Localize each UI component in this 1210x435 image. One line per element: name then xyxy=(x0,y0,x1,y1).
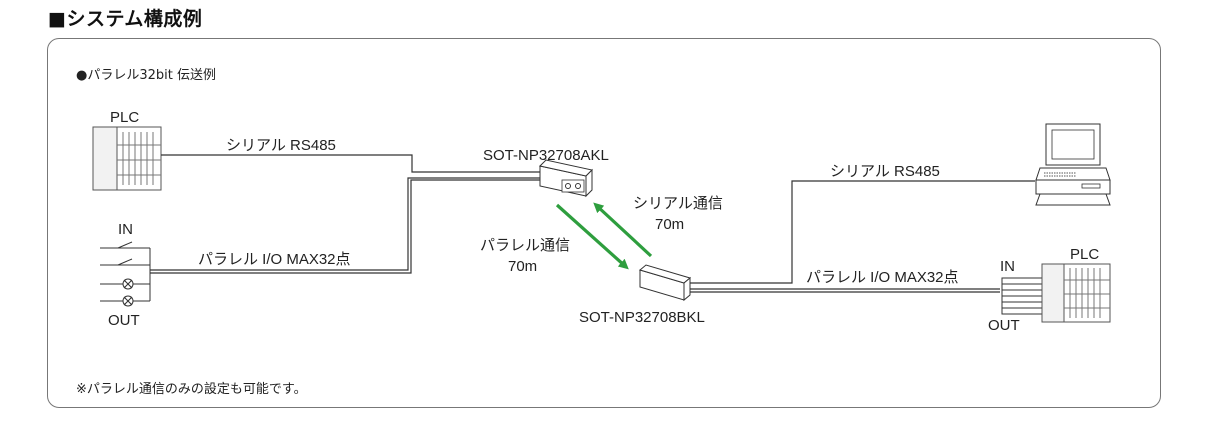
section-heading: ■システム構成例 xyxy=(48,8,203,30)
unit-a-device xyxy=(538,159,594,198)
left-parallel-label: パラレル I/O MAX32点 xyxy=(198,251,351,268)
left-parallel-line-2 xyxy=(150,179,540,274)
right-out-label: OUT xyxy=(988,317,1020,334)
diagram-caption: ●パラレル32bit 伝送例 xyxy=(76,68,216,83)
unit-b-name: SOT-NP32708BKL xyxy=(579,309,705,326)
serial-comm-distance: 70m xyxy=(655,216,684,233)
parallel-comm-distance: 70m xyxy=(508,258,537,275)
right-serial-label: シリアル RS485 xyxy=(830,163,940,180)
unit-b-device xyxy=(638,264,692,302)
left-plc-icon xyxy=(92,126,162,191)
unit-a-name: SOT-NP32708AKL xyxy=(483,147,609,164)
left-plc-label: PLC xyxy=(110,109,139,126)
serial-comm-label: シリアル通信 xyxy=(633,195,723,212)
left-serial-line xyxy=(161,154,540,173)
right-plc-icon xyxy=(1041,263,1111,323)
right-in-label: IN xyxy=(1000,258,1015,275)
left-serial-label: シリアル RS485 xyxy=(226,137,336,154)
diagram-frame xyxy=(47,38,1161,408)
left-in-label: IN xyxy=(118,221,133,238)
left-io-symbols xyxy=(100,241,151,307)
parallel-comm-label: パラレル通信 xyxy=(480,237,570,254)
footnote: ※パラレル通信のみの設定も可能です。 xyxy=(76,382,307,397)
right-plc-label: PLC xyxy=(1070,246,1099,263)
right-parallel-label: パラレル I/O MAX32点 xyxy=(806,269,959,286)
parallel-comm-arrow xyxy=(555,203,629,270)
left-out-label: OUT xyxy=(108,312,140,329)
right-io-terminal xyxy=(1001,277,1043,315)
computer-icon xyxy=(1035,123,1111,206)
left-parallel-line xyxy=(150,177,540,271)
right-serial-line xyxy=(690,180,1035,284)
serial-comm-arrow xyxy=(593,202,653,258)
